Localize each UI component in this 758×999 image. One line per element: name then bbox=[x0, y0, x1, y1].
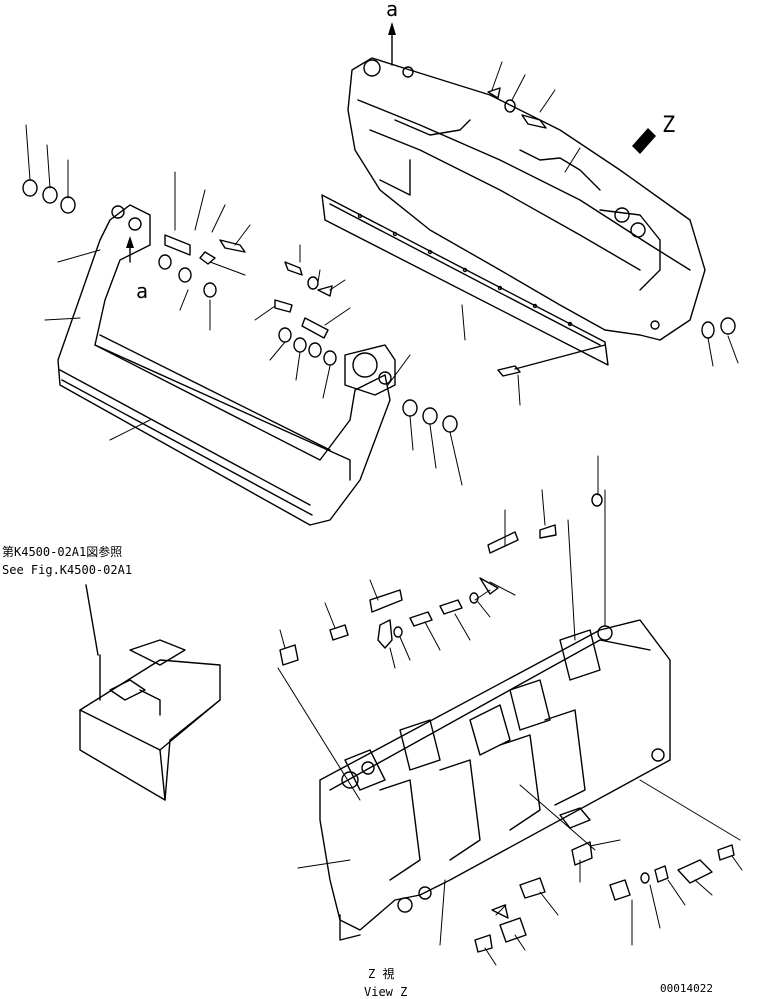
side-bucket-assembly bbox=[22, 179, 458, 526]
arrow-a-top-label: a bbox=[386, 0, 398, 21]
view-z-en: View Z bbox=[364, 985, 407, 999]
view-z-marker: Z bbox=[662, 113, 675, 138]
ref-english: See Fig.K4500-02A1 bbox=[2, 563, 132, 577]
reference-detail bbox=[79, 584, 221, 801]
leader-lines bbox=[25, 61, 743, 966]
view-z-jp: Z 視 bbox=[368, 966, 394, 981]
arrow-a-left-label: a bbox=[136, 279, 148, 303]
drawing-number: 00014022 bbox=[660, 982, 713, 995]
ref-japanese: 第K4500-02A1図参照 bbox=[2, 544, 122, 559]
upper-bucket-assembly bbox=[321, 27, 736, 377]
view-z-assembly bbox=[279, 493, 735, 953]
